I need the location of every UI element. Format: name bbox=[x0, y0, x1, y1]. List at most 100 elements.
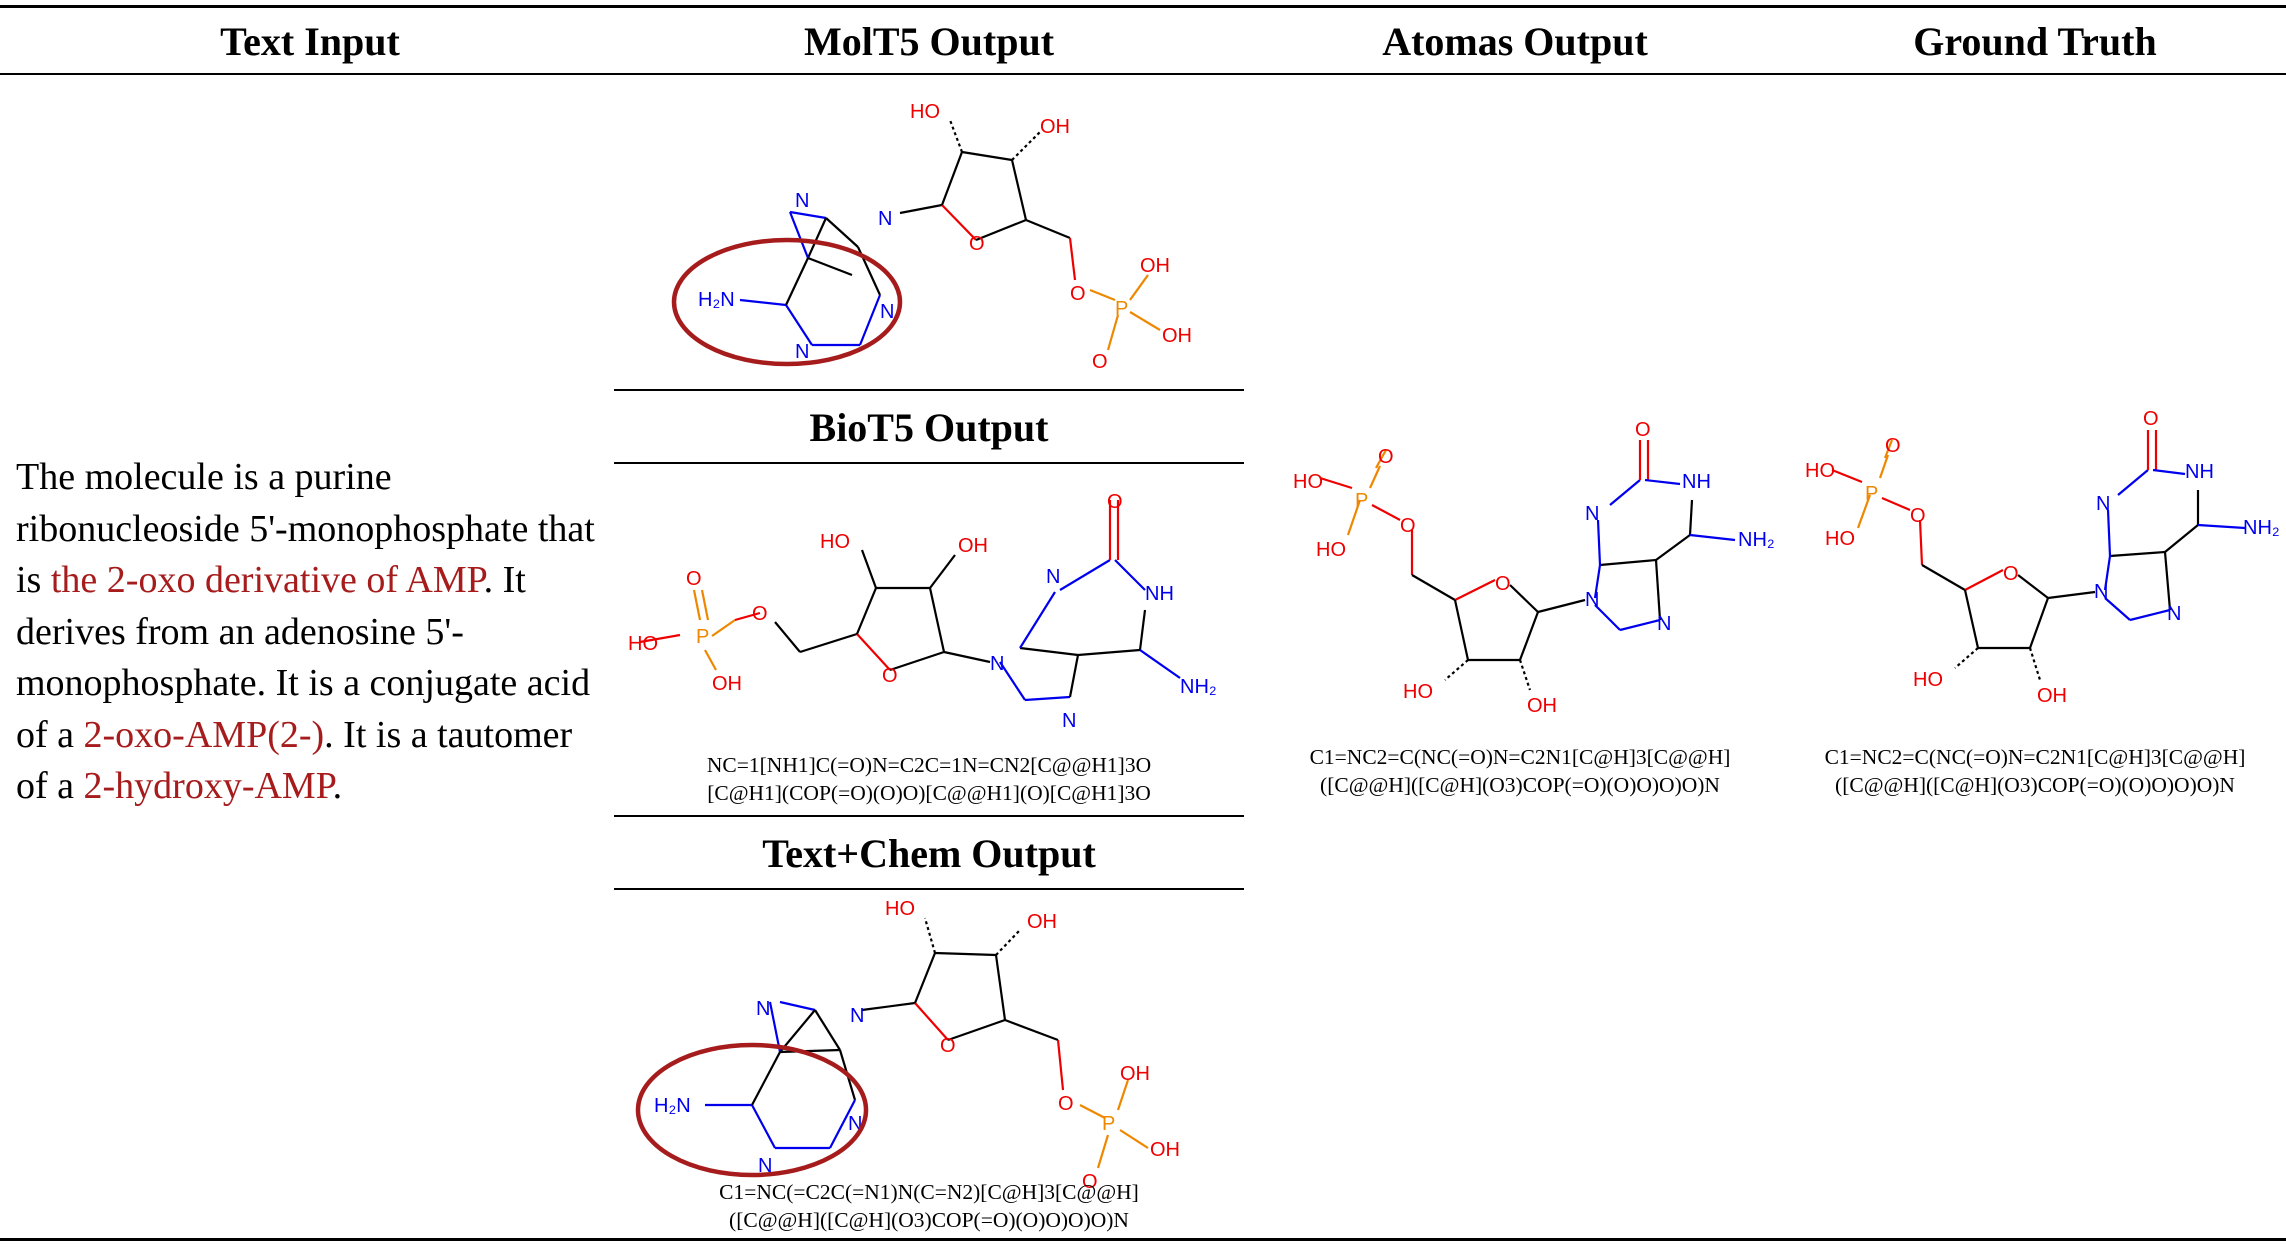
atom-nh2: NH₂ bbox=[1738, 529, 1775, 551]
atom-o: O bbox=[882, 665, 898, 687]
highlight-ellipse bbox=[671, 237, 903, 367]
atom-oh: OH bbox=[1527, 695, 1557, 717]
table-top-rule bbox=[0, 5, 2286, 8]
biot5-smiles: NC=1[NH1]C(=O)N=C2C=1N=CN2[C@@H1]3O [C@H… bbox=[614, 751, 1244, 807]
smiles-line: NC=1[NH1]C(=O)N=C2C=1N=CN2[C@@H1]3O bbox=[706, 753, 1152, 777]
smiles-line: [C@H1](COP(=O)(O)O)[C@@H1](O)[C@H1]3O bbox=[707, 781, 1151, 805]
atom-o: O bbox=[1400, 515, 1416, 537]
atom-o: O bbox=[1635, 419, 1651, 441]
atom-o: O bbox=[752, 603, 768, 625]
atom-nh: NH bbox=[1145, 583, 1174, 605]
atom-n: N bbox=[1062, 710, 1076, 732]
atom-o: O bbox=[2143, 408, 2159, 430]
atom-nh: NH bbox=[2185, 461, 2214, 483]
atom-n: N bbox=[2096, 493, 2110, 515]
text-input-description: The molecule is a purine ribonucleoside … bbox=[16, 452, 606, 813]
atom-n: N bbox=[990, 653, 1004, 675]
atom-oh: OH bbox=[1120, 1063, 1150, 1085]
atom-ho: HO bbox=[885, 898, 915, 920]
atom-n: N bbox=[795, 341, 809, 363]
atom-h2n: H₂N bbox=[654, 1095, 691, 1117]
text-chem-smiles: C1=NC(=C2C(=N1)N(C=N2)[C@H]3[C@@H] ([C@@… bbox=[614, 1178, 1244, 1234]
atom-oh: OH bbox=[712, 673, 742, 695]
header-text-chem-output: Text+Chem Output bbox=[762, 831, 1096, 876]
atom-n: N bbox=[1585, 589, 1599, 611]
biot5-bottom-rule bbox=[614, 462, 1244, 464]
atom-ho: HO bbox=[628, 633, 658, 655]
ground-truth-smiles: C1=NC2=C(NC(=O)N=C2N1[C@H]3[C@@H] ([C@@H… bbox=[1790, 743, 2280, 799]
atom-o: O bbox=[969, 233, 985, 255]
atom-p: P bbox=[696, 626, 709, 648]
atom-nh2: NH₂ bbox=[2243, 517, 2280, 539]
header-biot5-output: BioT5 Output bbox=[809, 405, 1049, 450]
atom-n: N bbox=[758, 1155, 772, 1177]
atom-ho: HO bbox=[1293, 471, 1323, 493]
highlight-2-oxo-amp: 2-oxo-AMP(2-) bbox=[83, 713, 325, 756]
smiles-line: ([C@@H]([C@H](O3)COP(=O)(O)O)O)O)N bbox=[729, 1208, 1129, 1232]
atom-n: N bbox=[756, 998, 770, 1020]
header-molt5-output: MolT5 Output bbox=[803, 19, 1055, 64]
atom-o: O bbox=[1910, 505, 1926, 527]
atom-o: O bbox=[1082, 1171, 1098, 1193]
header-bottom-rule bbox=[0, 73, 2286, 75]
atom-o: O bbox=[686, 568, 702, 590]
atom-ho: HO bbox=[910, 101, 940, 123]
atom-oh: OH bbox=[1027, 911, 1057, 933]
smiles-line: ([C@@H]([C@H](O3)COP(=O)(O)O)O)O)N bbox=[1835, 773, 2235, 797]
atom-ho: HO bbox=[820, 531, 850, 553]
table-bottom-rule bbox=[0, 1238, 2286, 1241]
atom-o: O bbox=[2003, 563, 2019, 585]
atom-o: O bbox=[1378, 446, 1394, 468]
atom-ho: HO bbox=[1403, 681, 1433, 703]
textchem-top-rule bbox=[614, 815, 1244, 817]
atom-p: P bbox=[1115, 298, 1128, 320]
atom-n: N bbox=[2167, 603, 2181, 625]
atom-o: O bbox=[1495, 573, 1511, 595]
textchem-bottom-rule bbox=[614, 888, 1244, 890]
atomas-smiles: C1=NC2=C(NC(=O)N=C2N1[C@H]3[C@@H] ([C@@H… bbox=[1270, 743, 1770, 799]
atom-nh2: NH₂ bbox=[1180, 676, 1217, 698]
atom-n: N bbox=[878, 208, 892, 230]
atom-h2n: H₂N bbox=[698, 289, 735, 311]
atom-n: N bbox=[795, 190, 809, 212]
atom-n: N bbox=[850, 1005, 864, 1027]
atom-n: N bbox=[1585, 503, 1599, 525]
atom-oh: OH bbox=[1162, 325, 1192, 347]
biot5-top-rule bbox=[614, 389, 1244, 391]
atom-oh: OH bbox=[2037, 685, 2067, 707]
atom-n: N bbox=[2094, 581, 2108, 603]
atom-nh: NH bbox=[1682, 471, 1711, 493]
atom-n: N bbox=[880, 301, 894, 323]
atom-o: O bbox=[1092, 351, 1108, 373]
atom-ho: HO bbox=[1913, 669, 1943, 691]
smiles-line: C1=NC2=C(NC(=O)N=C2N1[C@H]3[C@@H] bbox=[1824, 745, 2246, 769]
atom-oh: OH bbox=[1040, 116, 1070, 138]
atom-oh: OH bbox=[958, 535, 988, 557]
atom-n: N bbox=[1046, 566, 1060, 588]
atom-o: O bbox=[940, 1035, 956, 1057]
smiles-line: ([C@@H]([C@H](O3)COP(=O)(O)O)O)O)N bbox=[1320, 773, 1720, 797]
atom-p: P bbox=[1102, 1113, 1115, 1135]
text-segment: . It is a tautomer of a bbox=[16, 713, 573, 808]
atom-o: O bbox=[1107, 491, 1123, 513]
atom-o: O bbox=[1058, 1093, 1074, 1115]
highlight-2-hydroxy-amp: 2-hydroxy-AMP bbox=[83, 765, 333, 807]
highlight-2-oxo-derivative: the 2-oxo derivative of AMP bbox=[50, 559, 484, 601]
atom-p: P bbox=[1355, 490, 1368, 512]
highlight-ellipse bbox=[635, 1042, 869, 1178]
text-segment: The molecule is a purine ribonucleoside … bbox=[16, 456, 595, 601]
atom-ho: HO bbox=[1805, 460, 1835, 482]
atom-n: N bbox=[1657, 613, 1671, 635]
smiles-line: C1=NC2=C(NC(=O)N=C2N1[C@H]3[C@@H] bbox=[1309, 745, 1731, 769]
atom-o: O bbox=[1070, 283, 1086, 305]
header-text-input: Text Input bbox=[220, 19, 400, 64]
atom-p: P bbox=[1865, 483, 1878, 505]
atom-o: O bbox=[1885, 435, 1901, 457]
atom-ho: HO bbox=[1825, 528, 1855, 550]
atom-ho: HO bbox=[1316, 539, 1346, 561]
text-segment: . bbox=[332, 765, 343, 807]
text-segment: . It derives from an adenosine 5'-monoph… bbox=[16, 559, 591, 756]
